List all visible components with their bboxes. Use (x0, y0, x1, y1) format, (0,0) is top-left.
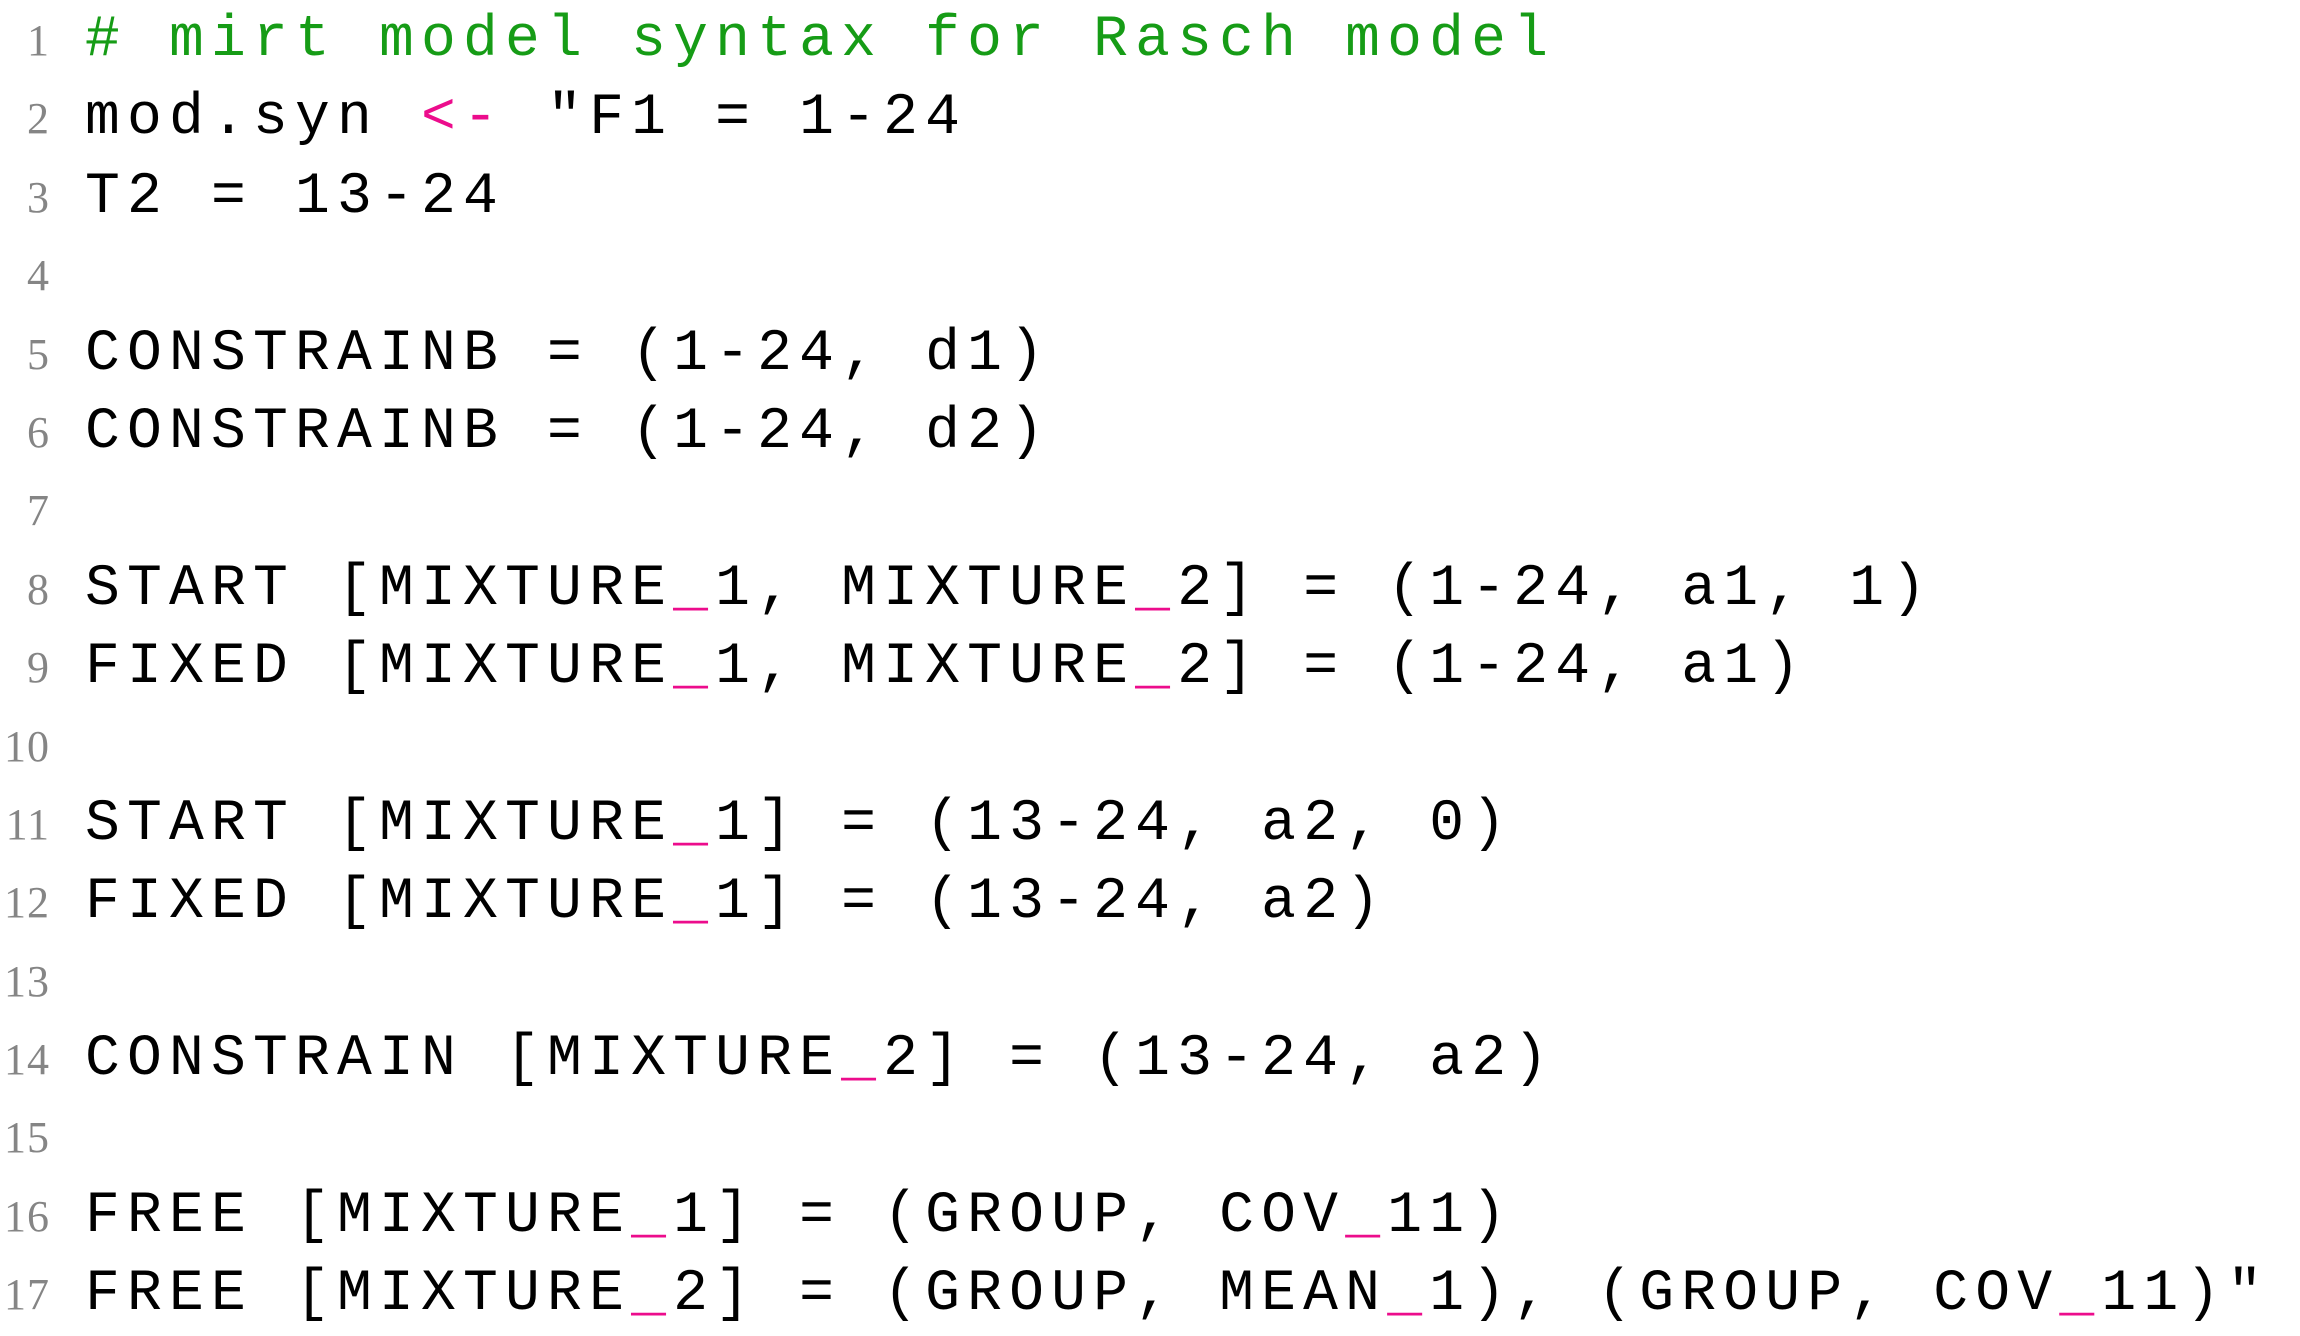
code-line: 7 (0, 472, 2300, 550)
code-text: # mirt model syntax for Rasch model (85, 8, 1555, 73)
line-number: 9 (27, 643, 50, 693)
code-token: 2] = (13-24, a2) (883, 1027, 1556, 1093)
operator-token: _ (673, 870, 716, 936)
code-text: mod.syn <- "F1 = 1-24 (85, 86, 967, 151)
code-text: FIXED [MIXTURE_1] = (13-24, a2) (85, 870, 1387, 935)
code-token: 2] = (1-24, a1, 1) (1177, 556, 1934, 622)
code-token: 2] = (1-24, a1) (1177, 635, 1808, 701)
code-token: START [MIXTURE (85, 791, 674, 857)
code-text: CONSTRAIN [MIXTURE_2] = (13-24, a2) (85, 1027, 1555, 1092)
operator-token: _ (1345, 1183, 1388, 1249)
line-number: 8 (27, 564, 50, 614)
line-number: 6 (27, 407, 50, 457)
code-text: FIXED [MIXTURE_1, MIXTURE_2] = (1-24, a1… (85, 635, 1807, 700)
line-number: 15 (4, 1113, 50, 1163)
code-line: 1 # mirt model syntax for Rasch model (0, 2, 2300, 80)
code-text: START [MIXTURE_1] = (13-24, a2, 0) (85, 792, 1513, 857)
code-token: CONSTRAINB = (1-24, d2) (85, 399, 1052, 465)
code-token: 1] = (13-24, a2, 0) (715, 791, 1514, 857)
code-line: 10 (0, 708, 2300, 786)
code-line: 4 (0, 237, 2300, 315)
code-token: FREE [MIXTURE (85, 1183, 632, 1249)
code-token: START [MIXTURE (85, 556, 674, 622)
code-token: 2] = (GROUP, MEAN (673, 1262, 1388, 1328)
code-token: 1] = (13-24, a2) (715, 870, 1388, 936)
code-line: 5 CONSTRAINB = (1-24, d1) (0, 316, 2300, 394)
code-token: T2 = 13-24 (85, 164, 506, 230)
code-text: T2 = 13-24 (85, 165, 505, 230)
line-number: 17 (4, 1270, 50, 1320)
operator-token: _ (1135, 635, 1178, 701)
line-number: 14 (4, 1035, 50, 1085)
operator-token: <- (421, 86, 506, 152)
line-number: 16 (4, 1191, 50, 1241)
code-token: 1), (GROUP, COV (1429, 1262, 2060, 1328)
operator-token: _ (841, 1027, 884, 1093)
code-token: 1, MIXTURE (715, 556, 1136, 622)
code-token: CONSTRAINB = (1-24, d1) (85, 321, 1052, 387)
line-number: 12 (4, 878, 50, 928)
line-number: 1 (27, 16, 50, 65)
line-number: 11 (5, 799, 50, 849)
code-token: mod.syn (85, 86, 422, 152)
code-line: 14 CONSTRAIN [MIXTURE_2] = (13-24, a2) (0, 1021, 2300, 1099)
operator-token: _ (1387, 1262, 1430, 1328)
code-line: 13 (0, 943, 2300, 1021)
code-token: 11)" (2101, 1262, 2270, 1328)
operator-token: _ (673, 635, 716, 701)
line-number: 3 (27, 172, 50, 222)
code-text: FREE [MIXTURE_2] = (GROUP, MEAN_1), (GRO… (85, 1262, 2269, 1327)
code-token: "F1 = 1-24 (505, 86, 968, 152)
operator-token: _ (1135, 556, 1178, 622)
operator-token: _ (631, 1183, 674, 1249)
code-line: 2 mod.syn <- "F1 = 1-24 (0, 80, 2300, 158)
operator-token: _ (2059, 1262, 2102, 1328)
code-token: FIXED [MIXTURE (85, 635, 674, 701)
line-number: 13 (4, 956, 50, 1006)
operator-token: _ (631, 1262, 674, 1328)
code-line: 3 T2 = 13-24 (0, 159, 2300, 237)
operator-token: _ (673, 791, 716, 857)
code-text: START [MIXTURE_1, MIXTURE_2] = (1-24, a1… (85, 557, 1933, 622)
code-line: 12 FIXED [MIXTURE_1] = (13-24, a2) (0, 864, 2300, 942)
code-line: 15 (0, 1099, 2300, 1177)
code-token: 1, MIXTURE (715, 635, 1136, 701)
line-number: 2 (27, 94, 50, 144)
code-token: 1] = (GROUP, COV (673, 1183, 1346, 1249)
operator-token: _ (673, 556, 716, 622)
code-token: 11) (1387, 1183, 1514, 1249)
line-number: 7 (27, 486, 50, 536)
code-token: CONSTRAIN [MIXTURE (85, 1027, 842, 1093)
code-text: CONSTRAINB = (1-24, d1) (85, 322, 1051, 387)
line-number: 5 (27, 329, 50, 379)
code-text: FREE [MIXTURE_1] = (GROUP, COV_11) (85, 1184, 1513, 1249)
code-text: CONSTRAINB = (1-24, d2) (85, 400, 1051, 465)
line-number: 10 (4, 721, 50, 771)
line-number: 4 (27, 251, 50, 301)
code-line: 6 CONSTRAINB = (1-24, d2) (0, 394, 2300, 472)
code-token: FREE [MIXTURE (85, 1262, 632, 1328)
code-line: 11 START [MIXTURE_1] = (13-24, a2, 0) (0, 786, 2300, 864)
comment-token: # mirt model syntax for Rasch model (85, 8, 1556, 73)
code-token: FIXED [MIXTURE (85, 870, 674, 936)
